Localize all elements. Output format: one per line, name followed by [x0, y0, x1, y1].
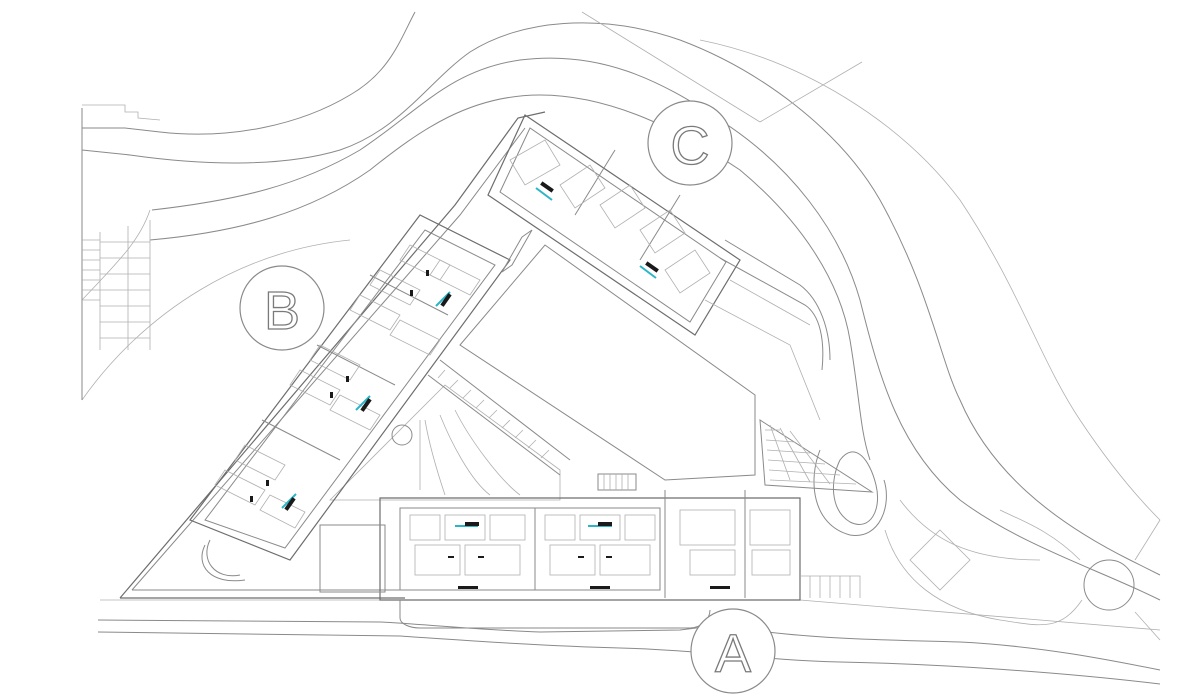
building-c: [487, 114, 831, 421]
label-c-text: C: [671, 116, 710, 176]
building-a: [319, 473, 861, 629]
road-network: [81, 11, 1161, 685]
label-b-text: B: [264, 281, 300, 341]
building-b: [189, 214, 511, 582]
site-boundary: [119, 111, 756, 599]
ramps: [419, 229, 874, 496]
label-a-text: A: [715, 624, 751, 684]
label-c: C: [647, 100, 733, 186]
label-a: A: [690, 608, 776, 694]
label-b: B: [239, 265, 325, 351]
